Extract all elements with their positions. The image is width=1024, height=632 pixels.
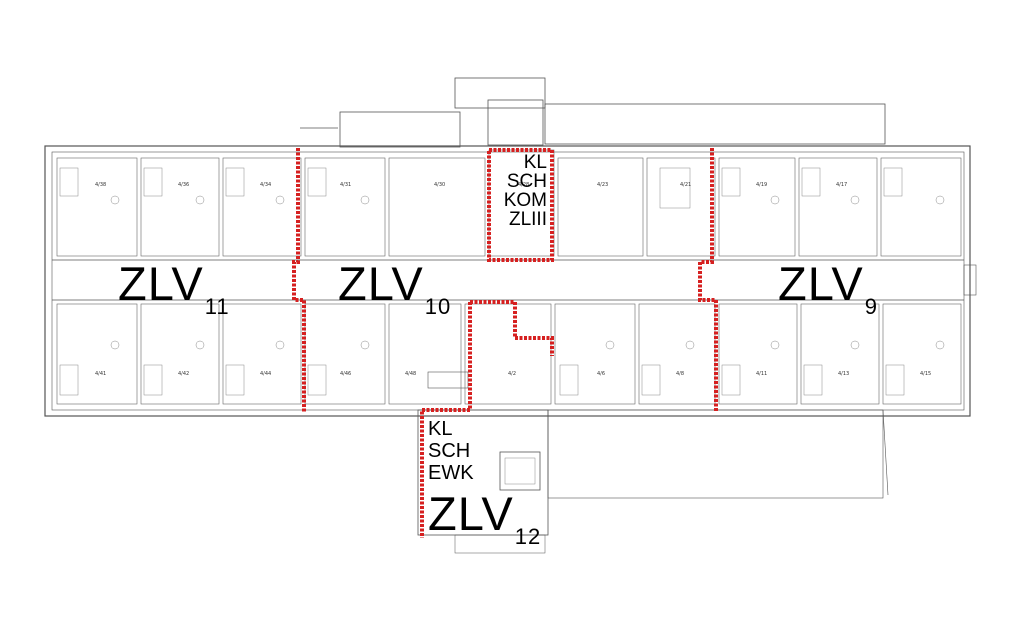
room-number: 4/21 (680, 182, 691, 188)
zone-label-zlv11: ZLV11 (118, 257, 230, 318)
zone-sub: 9 (864, 294, 878, 319)
room-number: 4/19 (756, 182, 767, 188)
room-number: 4/8 (676, 371, 684, 377)
room-number: 4/46 (340, 371, 351, 377)
lower-label-ewk: EWK (428, 462, 474, 484)
room-number: 4/30 (434, 182, 445, 188)
room-number: 4/41 (95, 371, 106, 377)
zone-base: ZLV (118, 257, 204, 310)
room-number: 4/48 (405, 371, 416, 377)
room-number: 4/34 (260, 182, 271, 188)
room-number: 4/6 (597, 371, 605, 377)
room-number: 4/2 (508, 371, 516, 377)
room-number: 4/23 (597, 182, 608, 188)
room-number: 4/36 (178, 182, 189, 188)
lower-label-kl: KL (428, 418, 453, 440)
zone-sub: 11 (204, 294, 230, 319)
zone-base: ZLV (778, 257, 864, 310)
room-number: 4/15 (920, 371, 931, 377)
room-number: 4/31 (340, 182, 351, 188)
upper-label-sch: SCH (506, 171, 547, 192)
zone-base: ZLV (428, 487, 514, 540)
upper-label-kl: KL (523, 152, 547, 173)
boundary-upper-core (487, 148, 554, 262)
zone-label-zlv10: ZLV10 (338, 257, 451, 318)
lower-core-labels: KL SCH EWK (428, 418, 474, 484)
fire-boundaries (292, 148, 718, 538)
room-number: 4/38 (95, 182, 106, 188)
room-number: 4/28 (518, 182, 529, 188)
top-annex (300, 77, 886, 148)
zone-label-zlv9: ZLV9 (778, 257, 878, 318)
zone-sub: 10 (424, 294, 452, 319)
room-number: 4/17 (836, 182, 847, 188)
bottom-rooms (56, 303, 962, 405)
upper-core-labels: KL SCH KOM ZLIII (497, 153, 547, 229)
furniture (59, 167, 945, 485)
top-rooms (56, 149, 962, 257)
upper-label-zliii: ZLIII (508, 209, 547, 230)
lower-label-sch: SCH (428, 440, 471, 462)
boundary-lower-annex (420, 302, 472, 538)
boundary-zlv10-zlv9 (698, 148, 718, 412)
zone-base: ZLV (338, 257, 424, 310)
boundary-zlv11-zlv10 (292, 148, 306, 412)
room-number: 4/42 (178, 371, 189, 377)
room-number-labels: 4/38 4/36 4/34 4/31 4/30 4/28 4/23 4/21 4/19 4/17… (95, 182, 931, 377)
boundary-lower-core (470, 300, 554, 356)
room-number: 4/44 (260, 371, 271, 377)
room-number: 4/11 (756, 371, 767, 377)
room-number: 4/13 (838, 371, 849, 377)
upper-label-kom: KOM (503, 190, 547, 211)
zone-sub: 12 (514, 524, 542, 549)
zone-label-zlv12: ZLV12 (428, 487, 541, 548)
